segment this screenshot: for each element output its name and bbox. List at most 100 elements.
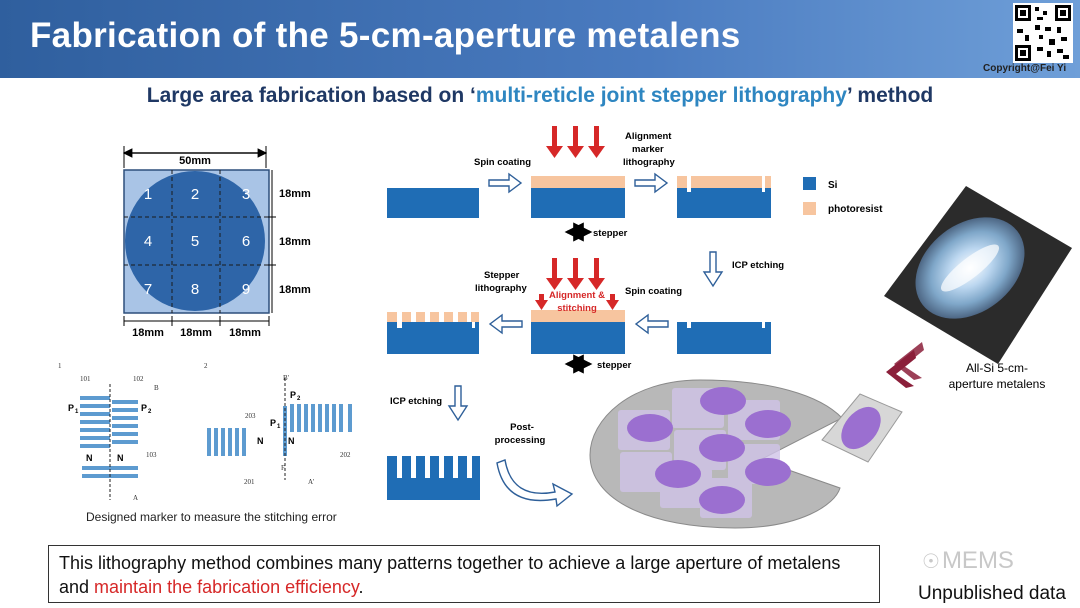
si-substrate-2 (531, 188, 625, 218)
si-substrate-3 (677, 188, 771, 218)
marker-left-num-1: 1 (58, 362, 62, 370)
marker-caption: Designed marker to measure the stitching… (86, 510, 337, 524)
marker-right-p2-sub: 2 (297, 396, 301, 402)
metalens-array (627, 387, 791, 514)
marker-left-num-a: A (133, 494, 138, 502)
row-label-2: 18mm (279, 236, 311, 248)
legend-photoresist-swatch (803, 202, 816, 215)
label-stepper-litho-2: lithography (475, 283, 527, 294)
qr-code (1013, 3, 1073, 63)
subtitle: Large area fabrication based on ‘multi-r… (0, 84, 1080, 108)
cell-9: 9 (242, 281, 250, 298)
marker-left-n2: N (117, 453, 124, 463)
subtitle-highlight: multi-reticle joint stepper lithography (475, 84, 847, 107)
si-substrate-5 (531, 322, 625, 354)
marker-right-num-2: 2 (204, 362, 208, 370)
label-align-stitch-2: stitching (557, 303, 597, 314)
label-post-processing-2: processing (495, 435, 546, 446)
label-post-processing-1: Post- (510, 422, 534, 433)
label-icp-etching-1: ICP etching (732, 260, 784, 271)
chevron-arrows-icon (886, 342, 924, 388)
row-label-1: 18mm (279, 188, 311, 200)
row-label-3: 18mm (279, 284, 311, 296)
reticle-grid-figure: 50mm 1 2 3 4 5 6 7 8 9 18mm 18mm 18mm 18… (122, 146, 311, 339)
page-title: Fabrication of the 5-cm-aperture metalen… (30, 16, 741, 55)
cell-4: 4 (144, 233, 152, 250)
marker-left-num-b: B (154, 384, 159, 392)
label-stepper-1: stepper (593, 228, 628, 239)
si-substrate-6 (387, 322, 479, 354)
legend-si-swatch (803, 177, 816, 190)
arrow-stepper-litho (488, 313, 523, 335)
marker-right-p1: P (270, 418, 276, 428)
cell-5: 5 (191, 233, 199, 250)
marker-left-p1: P (68, 403, 74, 413)
label-align-stitch-1: Alignment & (549, 290, 605, 301)
marker-right-num-201: 201 (244, 478, 255, 486)
col-label-1: 18mm (132, 327, 164, 339)
result-label-2: aperture metalens (949, 377, 1046, 391)
uv-arrows-1 (546, 126, 605, 158)
label-spin-coating-2: Spin coating (625, 286, 682, 297)
mems-watermark: ☉MEMS (922, 547, 1014, 575)
marker-right-num-a-prime: A' (308, 478, 314, 486)
summary-box: This lithography method combines many pa… (48, 545, 880, 603)
marker-left-p1-sub: 1 (75, 409, 79, 415)
marker-right-p2: P (290, 390, 296, 400)
cell-7: 7 (144, 281, 152, 298)
arrow-spin-coating-2 (634, 313, 669, 335)
stitching-marker-right: 2 B' 203 201 F A' 202 P 2 P 1 N N (204, 362, 352, 486)
photoresist-layer-2 (531, 310, 625, 322)
summary-text: This lithography method combines many pa… (59, 553, 841, 597)
result-label-1: All-Si 5-cm- (966, 361, 1028, 375)
subtitle-prefix: Large area fabrication based on ‘ (146, 84, 476, 107)
uv-arrows-2 (535, 258, 619, 310)
label-lithography: lithography (623, 157, 675, 168)
marker-left-num-101: 101 (80, 375, 91, 383)
marker-left-num-102: 102 (133, 375, 144, 383)
subtitle-suffix: ’ method (846, 84, 934, 107)
summary-end: . (358, 577, 364, 597)
marker-right-p1-sub: 1 (277, 424, 281, 430)
copyright-text: Copyright@Fei Yi (983, 63, 1067, 74)
si-substrate-1 (387, 188, 479, 218)
marker-right-num-b-prime: B' (283, 374, 289, 382)
cell-2: 2 (191, 186, 199, 203)
summary-highlight: maintain the fabrication efficiency (94, 577, 359, 597)
diced-metalens (841, 406, 881, 450)
si-substrate-7 (387, 456, 480, 500)
cell-1: 1 (144, 186, 152, 203)
arrow-icp-etching-1 (702, 251, 724, 288)
unpublished-label: Unpublished data (918, 583, 1066, 604)
wechat-icon: ☉ (922, 551, 940, 573)
cell-8: 8 (191, 281, 199, 298)
aperture-circle (125, 171, 265, 311)
marker-left-n1: N (86, 453, 93, 463)
legend-photoresist-label: photoresist (828, 204, 883, 215)
arrow-post-processing (496, 459, 574, 508)
marker-right-num-203: 203 (245, 412, 256, 420)
watermark-text: MEMS (941, 547, 1014, 574)
marker-left-p2-sub: 2 (148, 409, 152, 415)
stitching-marker-left: 1 101 102 B 103 A P 1 P 2 N N (58, 362, 159, 502)
label-icp-etching-2: ICP etching (390, 396, 442, 407)
photoresist-layer-1 (531, 176, 625, 188)
marker-left-num-103: 103 (146, 451, 157, 459)
patterned-resist (387, 312, 479, 322)
label-alignment: Alignment (625, 131, 672, 142)
process-flow: Spin coating Alignment marker lithograph… (387, 126, 883, 508)
label-stepper-2: stepper (597, 360, 632, 371)
cell-3: 3 (242, 186, 250, 203)
label-spin-coating: Spin coating (474, 157, 531, 168)
marker-right-num-f: F (281, 464, 285, 472)
width-label: 50mm (179, 155, 211, 167)
marker-left-p2: P (141, 403, 147, 413)
label-stepper-litho-1: Stepper (484, 270, 520, 281)
wafer-illustration (589, 379, 903, 529)
si-substrate-4 (677, 322, 771, 354)
metalens-photo (884, 186, 1072, 364)
arrow-alignment-litho (634, 172, 669, 194)
legend-si-label: Si (828, 180, 838, 191)
marker-right-n1: N (257, 436, 264, 446)
